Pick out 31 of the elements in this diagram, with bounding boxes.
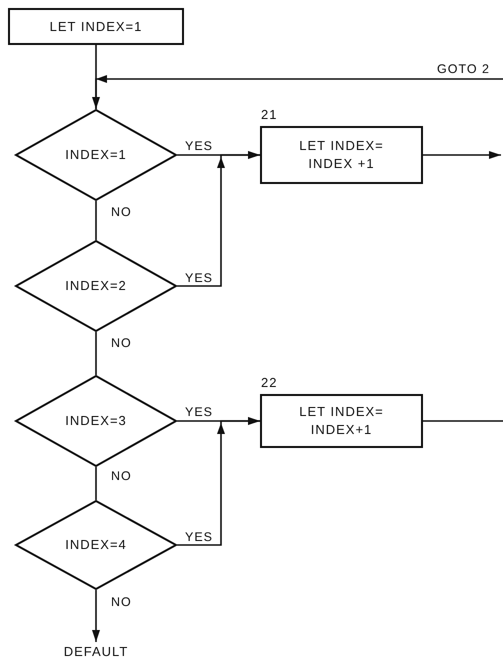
- terminal-text: DEFAULT: [62, 643, 130, 661]
- process-box: [260, 394, 423, 448]
- condition-text: INDEX=4: [64, 536, 128, 554]
- arrow: [177, 417, 260, 546]
- decision-diamond: [15, 240, 177, 332]
- decision-diamond: [15, 500, 177, 590]
- edge-label: YES: [184, 139, 214, 153]
- edge-label: NO: [110, 469, 133, 483]
- step-number: 21: [261, 107, 278, 122]
- step-text: LET INDEX=1: [48, 18, 144, 36]
- edge-label: GOTO 2: [436, 62, 492, 76]
- decision-diamond: [15, 109, 177, 201]
- arrow: [92, 75, 503, 109]
- process-box: [8, 8, 184, 45]
- condition-text: INDEX=2: [64, 277, 128, 295]
- edge-label: YES: [184, 405, 214, 419]
- process-box: [260, 126, 423, 184]
- edge-label: YES: [184, 271, 214, 285]
- edge-label: NO: [110, 336, 133, 350]
- arrow: [92, 590, 100, 642]
- edge-label: NO: [110, 595, 133, 609]
- decision-diamond: [15, 375, 177, 467]
- step-text: LET INDEX= INDEX+1: [298, 403, 385, 439]
- arrow: [177, 151, 260, 287]
- step-text: LET INDEX= INDEX +1: [298, 137, 385, 173]
- step-number: 22: [261, 375, 278, 390]
- arrow: [423, 151, 501, 159]
- condition-text: INDEX=3: [64, 412, 128, 430]
- condition-text: INDEX=1: [64, 146, 128, 164]
- edge-label: YES: [184, 530, 214, 544]
- edge-label: NO: [110, 205, 133, 219]
